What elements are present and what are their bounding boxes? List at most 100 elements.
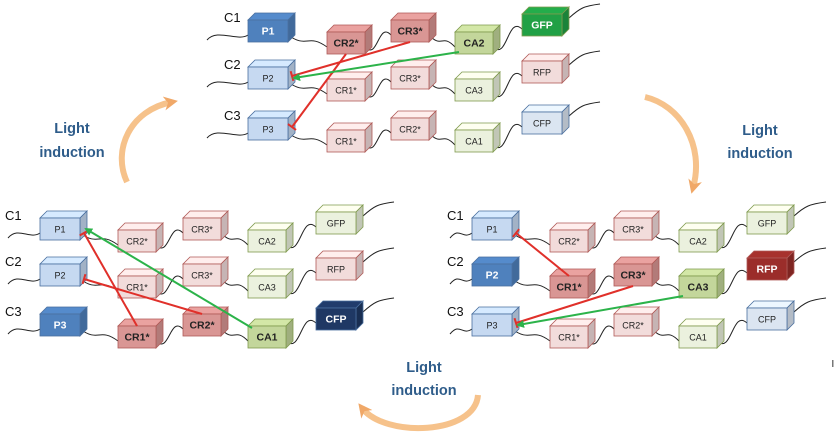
box-front-face: [521, 60, 563, 84]
gene-box-bottom-left-c2-ca3: CA3: [247, 268, 294, 299]
dna-wire-bottom-left-c3: [7, 297, 395, 345]
gene-box-top-c2-p2: P2: [247, 59, 296, 90]
gene-label: CA2: [463, 38, 484, 50]
gene-label: CA2: [689, 237, 707, 247]
gene-box-top-c2-rfp: RFP: [521, 53, 570, 84]
box-front-face: [471, 263, 513, 287]
activation-arrow-bottom-right-c2-ca3-to-c3-p3: [516, 295, 684, 328]
dna-wires: [7, 3, 827, 345]
box-top-face: [471, 210, 520, 219]
box-front-face: [746, 257, 788, 281]
box-top-face: [315, 250, 364, 259]
box-top-face: [117, 318, 164, 327]
box-top-face: [390, 12, 437, 21]
gene-label: CR3*: [191, 225, 213, 235]
row-label-c1: C1: [447, 208, 464, 223]
row-label-c2: C2: [447, 254, 464, 269]
gene-label: CA3: [258, 283, 276, 293]
gene-label: CR3*: [191, 271, 213, 281]
gene-boxes: C1P1CR2*CR3*CA2GFPC2P2CR1*CR3*CA3RFPC3P3…: [5, 6, 795, 349]
gene-box-bottom-left-c1-ca2: CA2: [247, 222, 294, 253]
repression-line-bottom-left-c3-cr1-star-to-c1-p1: [83, 232, 138, 327]
gene-label: CR1*: [335, 137, 357, 147]
row-label-c3: C3: [5, 304, 22, 319]
activation-arrow-top-c1-ca2-to-c2-p2: [292, 51, 460, 82]
gene-box-top-c1-cr2-star: CR2*: [326, 24, 373, 55]
repression-line-top-c1-cr2-star-to-c3-p3: [291, 53, 347, 128]
box-top-face: [613, 210, 660, 219]
row-label-c3: C3: [447, 304, 464, 319]
gene-box-top-c2-cr3-star: CR3*: [390, 59, 437, 90]
gene-label: CR2*: [622, 321, 644, 331]
gene-label: P2: [486, 270, 499, 282]
gene-box-bottom-right-c1-p1: P1: [471, 210, 520, 241]
box-top-face: [247, 59, 296, 68]
gene-label: CR2*: [126, 237, 148, 247]
gene-label: CR1*: [126, 283, 148, 293]
gene-box-top-c3-cr1-star: CR1*: [326, 122, 373, 153]
box-top-face: [454, 71, 501, 80]
gene-label: CR1*: [556, 282, 582, 294]
box-top-face: [315, 204, 364, 213]
gene-box-bottom-right-c2-cr3-star: CR3*: [613, 256, 660, 287]
gene-label: CA3: [687, 282, 708, 294]
box-front-face: [390, 66, 430, 90]
gene-box-bottom-left-c1-p1: P1: [39, 210, 88, 241]
box-top-face: [247, 110, 296, 119]
box-front-face: [549, 229, 589, 253]
box-top-face: [678, 318, 725, 327]
gene-label: GFP: [758, 219, 777, 229]
dna-wire-bottom-right-c3: [449, 297, 827, 345]
induction-label-bottom-line2: induction: [391, 383, 456, 399]
box-top-face: [39, 306, 88, 315]
box-top-face: [247, 318, 294, 327]
box-front-face: [678, 229, 718, 253]
gene-box-top-c1-p1: P1: [247, 12, 296, 43]
repression-line-bottom-right-c2-cr3-star-to-c3-p3: [515, 285, 634, 324]
gene-box-bottom-right-c2-cr1-star: CR1*: [549, 268, 596, 299]
gene-box-bottom-right-c3-p3: P3: [471, 306, 520, 337]
gene-label: CR3*: [620, 270, 646, 282]
box-front-face: [247, 229, 287, 253]
induction-label-right-line2: induction: [727, 146, 792, 162]
gene-label: CR3*: [397, 26, 423, 38]
box-front-face: [247, 19, 289, 43]
repression-line-bottom-right-c2-cr1-star-to-c1-p1: [515, 232, 570, 277]
box-top-face: [521, 53, 570, 62]
box-front-face: [746, 307, 788, 331]
row-label-c1: C1: [5, 208, 22, 223]
gene-label: P3: [486, 321, 497, 331]
gene-label: RFP: [533, 68, 551, 78]
box-front-face: [454, 129, 494, 153]
box-top-face: [471, 256, 520, 265]
box-front-face: [182, 217, 222, 241]
dna-wire-bottom-right-c2: [449, 247, 827, 295]
box-top-face: [471, 306, 520, 315]
gene-box-bottom-left-c3-p3: P3: [39, 306, 88, 337]
gene-box-bottom-right-c2-rfp: RFP: [746, 250, 795, 281]
gene-box-bottom-left-c3-cr2-star: CR2*: [182, 306, 229, 337]
box-top-face: [182, 210, 229, 219]
box-front-face: [39, 217, 81, 241]
induction-label-left-line1: Light: [54, 121, 90, 137]
repression-bar: [81, 273, 87, 285]
box-top-face: [39, 256, 88, 265]
gene-box-bottom-right-c3-cr1-star: CR1*: [549, 318, 596, 349]
gene-label: P3: [54, 320, 67, 332]
box-front-face: [315, 257, 357, 281]
dna-wire-top-c2: [206, 50, 601, 98]
gene-box-top-c2-cr1-star: CR1*: [326, 71, 373, 102]
box-front-face: [390, 117, 430, 141]
gene-box-top-c3-cfp: CFP: [521, 104, 570, 135]
row-label-c1: C1: [224, 10, 241, 25]
box-top-face: [247, 268, 294, 277]
dna-wire-top-c1: [206, 3, 601, 51]
box-top-face: [678, 268, 725, 277]
induction-label-bottom-line1: Light: [406, 360, 442, 376]
gene-label: P3: [262, 125, 273, 135]
gene-box-bottom-left-c3-ca1: CA1: [247, 318, 294, 349]
box-front-face: [247, 117, 289, 141]
box-front-face: [326, 129, 366, 153]
box-front-face: [117, 229, 157, 253]
